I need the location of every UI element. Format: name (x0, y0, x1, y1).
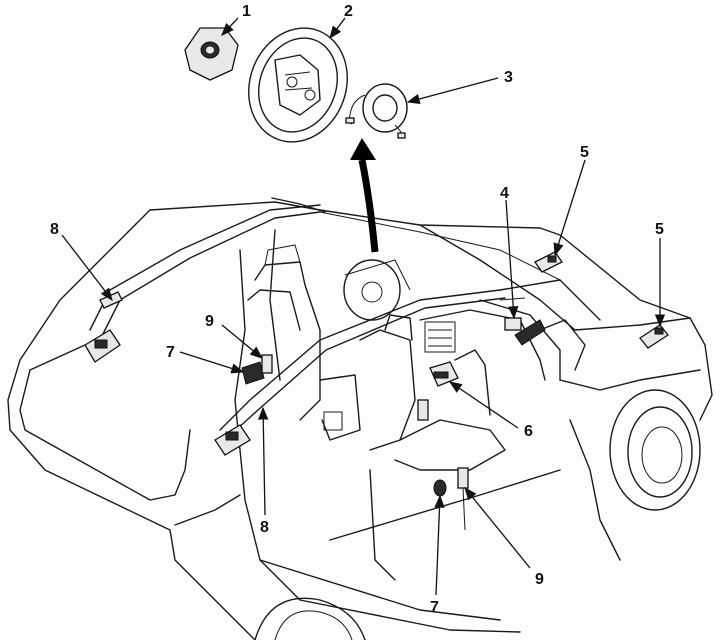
seat-belt-pretensioner-rear (261, 354, 273, 374)
vehicle-interior (247, 244, 586, 581)
passenger-airbag-module (499, 297, 546, 346)
callout-6: 6 (524, 423, 533, 440)
callout-5-right: 5 (655, 221, 664, 238)
callout-5-left: 5 (580, 144, 589, 161)
clock-spring (345, 83, 408, 139)
seat-belt-pretensioner-front (417, 399, 469, 531)
callout-4: 4 (500, 185, 509, 202)
callout-2: 2 (344, 3, 353, 20)
curtain-airbag-inflator-front (214, 424, 251, 456)
side-impact-sensor-front (433, 479, 447, 497)
callout-8-rear: 8 (50, 221, 59, 238)
callout-9-rear: 9 (205, 313, 214, 330)
driver-airbag-module (184, 27, 239, 81)
callout-7-rear: 7 (166, 344, 175, 361)
callout-7-front: 7 (430, 599, 439, 616)
callout-8-front: 8 (260, 519, 269, 536)
front-impact-sensor-right (639, 324, 669, 349)
exploded-view-arrow (358, 159, 379, 253)
callout-1: 1 (242, 3, 251, 20)
side-impact-sensor-rear (241, 361, 265, 385)
vehicle-body (7, 197, 713, 640)
front-impact-sensor-left (534, 251, 563, 273)
steering-wheel (248, 27, 348, 143)
callout-9-front: 9 (535, 571, 544, 588)
curtain-airbag-inflator-rear (84, 291, 123, 363)
leader-lines (61, 17, 666, 596)
callout-3: 3 (504, 69, 513, 86)
srs-control-unit (429, 361, 459, 387)
exploded-view-arrowhead (350, 138, 376, 160)
